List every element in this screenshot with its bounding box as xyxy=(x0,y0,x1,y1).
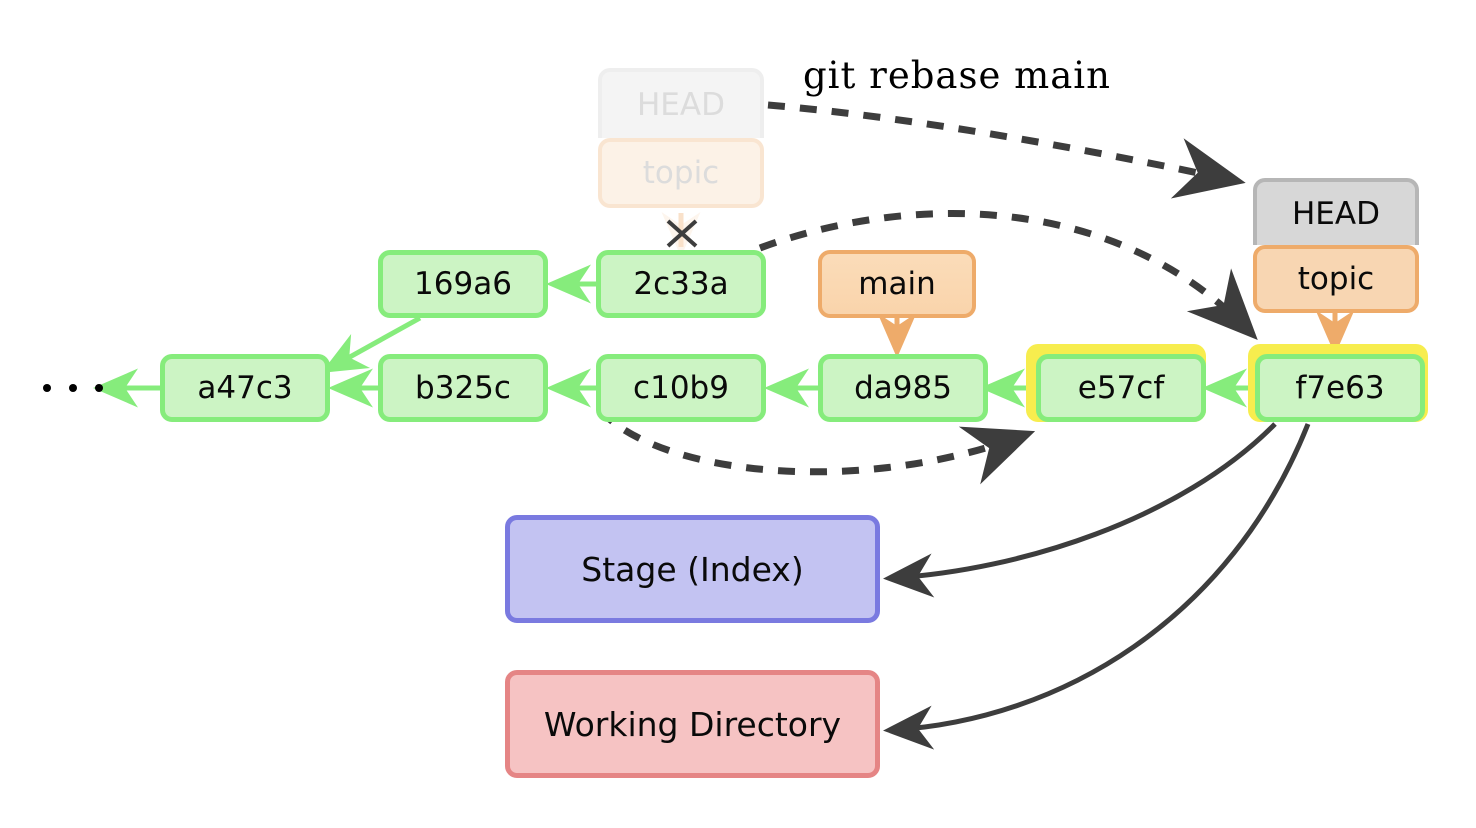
commit-node-da985[interactable]: da985 xyxy=(818,354,988,422)
dashed-arrow-head-to-new-head xyxy=(767,101,1246,199)
commit-label: 2c33a xyxy=(633,265,729,302)
working-directory-box[interactable]: Working Directory xyxy=(505,670,880,778)
commit-label: e57cf xyxy=(1077,369,1165,406)
commit-label: 169a6 xyxy=(414,265,512,302)
commit-node-2c33a[interactable]: 2c33a xyxy=(596,250,766,318)
ghost-ref-group: HEAD topic xyxy=(598,68,764,208)
commit-node-a47c3[interactable]: a47c3 xyxy=(160,354,330,422)
dashed-arrow-2c33a-to-f7e63 xyxy=(758,210,1258,341)
branch-label-main[interactable]: main xyxy=(818,250,976,318)
commit-label: c10b9 xyxy=(633,369,729,406)
rebase-dashed-arrows xyxy=(597,101,1258,485)
branch-label-topic-text: topic xyxy=(1297,261,1375,297)
commit-node-169a6[interactable]: 169a6 xyxy=(378,250,548,318)
dashed-arrow-c10b9-to-e57cf xyxy=(597,407,1036,485)
commit-node-b325c[interactable]: b325c xyxy=(378,354,548,422)
ghost-head-label: HEAD xyxy=(598,68,764,138)
head-label[interactable]: HEAD xyxy=(1253,178,1419,245)
commit-node-f7e63[interactable]: f7e63 xyxy=(1255,354,1425,422)
ghost-topic-label-text: topic xyxy=(642,155,720,191)
working-directory-label: Working Directory xyxy=(543,704,842,744)
stage-index-label: Stage (Index) xyxy=(581,549,804,589)
checkout-curves xyxy=(883,422,1311,750)
curve-f7e63-to-working-directory xyxy=(883,423,1311,750)
cross-out-icon xyxy=(666,219,698,248)
command-label: git rebase main xyxy=(803,54,1111,97)
curve-f7e63-to-stage xyxy=(883,422,1277,598)
branch-label-topic[interactable]: topic xyxy=(1253,245,1419,313)
branch-label-main-text: main xyxy=(858,266,936,302)
commit-label: da985 xyxy=(854,369,952,406)
arrow-169a6-to-a47c3 xyxy=(321,315,422,373)
head-label-text: HEAD xyxy=(1292,195,1380,232)
commit-label: f7e63 xyxy=(1295,369,1385,406)
commit-node-e57cf[interactable]: e57cf xyxy=(1036,354,1206,422)
ellipsis-dot xyxy=(95,384,103,392)
ref-arrows xyxy=(877,310,1355,358)
ghost-topic-label: topic xyxy=(598,138,764,208)
ellipsis-dot xyxy=(43,384,51,392)
stage-index-box[interactable]: Stage (Index) xyxy=(505,515,880,623)
ghost-head-label-text: HEAD xyxy=(637,87,725,123)
commit-label: b325c xyxy=(415,369,511,406)
commit-node-c10b9[interactable]: c10b9 xyxy=(596,354,766,422)
ellipsis-dot xyxy=(69,384,77,392)
commit-label: a47c3 xyxy=(197,369,293,406)
ellipsis-history xyxy=(43,384,103,392)
